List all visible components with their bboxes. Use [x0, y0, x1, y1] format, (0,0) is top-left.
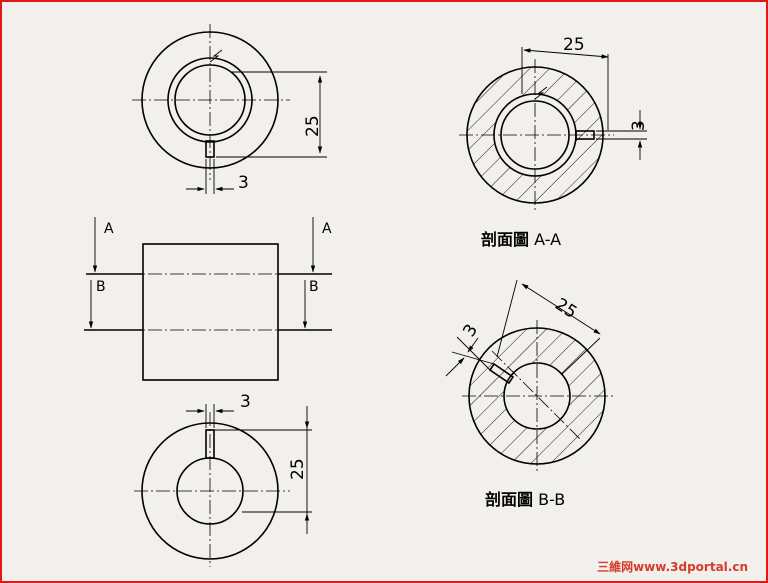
- section-aa-dim-3: 3: [629, 120, 649, 131]
- watermark: 三維网www.3dportal.cn: [597, 560, 748, 574]
- marker-a-left: A: [104, 221, 114, 237]
- section-aa-label: 剖面圖 A-A: [481, 226, 561, 250]
- section-b-b-view: 25 3: [445, 279, 614, 474]
- section-aa-label-suffix: A-A: [534, 230, 562, 249]
- top-keyway: [205, 140, 215, 158]
- section-bb-keyway: [488, 362, 515, 385]
- bottom-end-view: 3 25: [134, 392, 312, 567]
- top-dim-3: 3: [238, 173, 249, 193]
- marker-b-left: B: [96, 279, 106, 295]
- bottom-dim-25: 25: [288, 458, 308, 480]
- section-aa-keyway: [575, 130, 595, 140]
- marker-b-right: B: [309, 279, 319, 295]
- top-dim-25: 25: [303, 115, 323, 137]
- section-bb-bore: [503, 362, 571, 430]
- section-aa-dim-25: 25: [563, 35, 585, 55]
- bottom-keyway: [205, 429, 215, 459]
- section-bb-label-suffix: B-B: [538, 490, 566, 509]
- bottom-dim-3: 3: [240, 392, 251, 412]
- marker-a-right: A: [322, 221, 332, 237]
- section-bb-label: 剖面圖 B-B: [485, 486, 565, 510]
- section-bb-label-prefix: 剖面圖: [485, 490, 534, 509]
- front-body-rect: [142, 243, 279, 381]
- section-bb-dim-3: 3: [459, 321, 482, 341]
- top-end-view: 25 3: [132, 24, 327, 194]
- front-view: A A B B: [84, 217, 332, 381]
- section-a-a-view: 25 3: [459, 35, 649, 210]
- section-aa-label-prefix: 剖面圖: [481, 230, 530, 249]
